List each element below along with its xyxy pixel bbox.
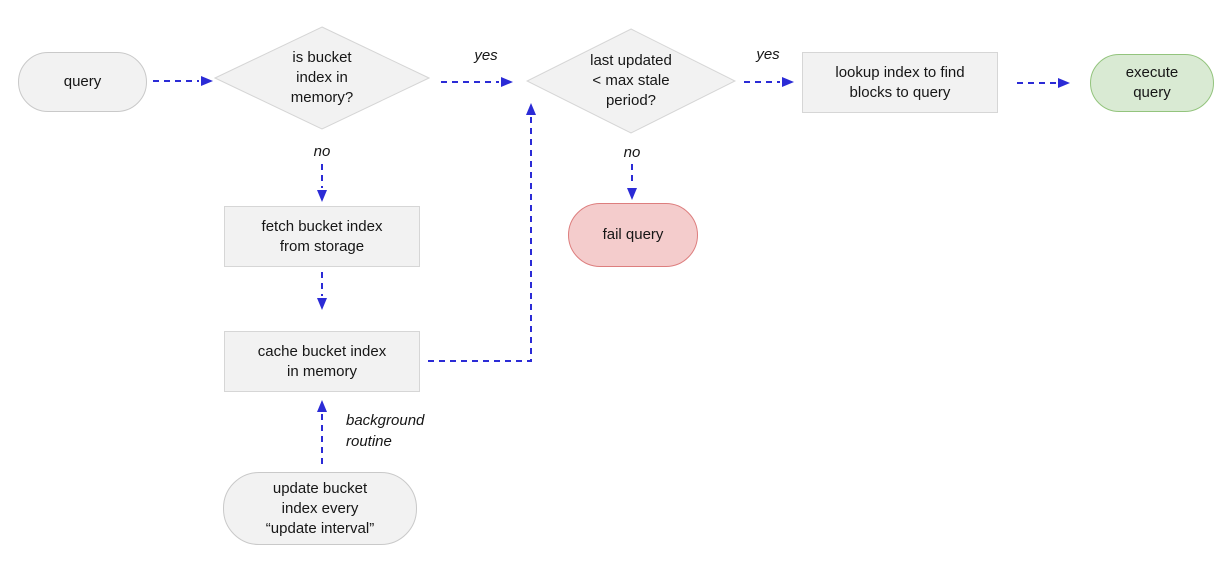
node-lookup-index-label: lookup index to find blocks to query [835,63,965,101]
edge-update-to-cache [317,400,327,464]
node-is-bucket-index-in-memory: is bucket index in memory? [214,26,430,130]
edge-label-stale-check-yes: yes [756,46,780,63]
node-update-bucket-index-label: update bucket index every “update interv… [265,479,375,537]
edge-fetch-to-cache [317,272,327,310]
edge-label-memory-check-no: no [313,143,331,160]
edge-lookup-to-execute [1017,78,1070,88]
edge-label-memory-check-yes: yes [474,47,498,64]
node-cache-bucket-index: cache bucket index in memory [224,331,420,392]
edge-query-to-memory-check [153,76,213,86]
edge-stale-check-yes-to-lookup [744,77,794,87]
node-fetch-bucket-index: fetch bucket index from storage [224,206,420,267]
node-fetch-bucket-index-label: fetch bucket index from storage [261,217,383,255]
edge-memory-check-yes-to-stale-check [441,77,513,87]
diamond-shape [214,26,430,130]
diamond-shape [526,28,736,134]
node-fail-query-label: fail query [602,226,664,243]
node-lookup-index: lookup index to find blocks to query [802,52,998,113]
edge-stale-check-no-to-fail [627,164,637,200]
edge-cache-to-stale-check [428,103,536,362]
node-execute-query-label: execute query [1125,64,1179,101]
node-last-updated-check-label: last updated < max stale period? [590,52,672,109]
node-fail-query: fail query [568,203,698,267]
edge-memory-check-no-to-fetch [317,164,327,202]
node-query: query [18,52,147,112]
node-is-bucket-index-in-memory-label: is bucket index in memory? [290,49,354,106]
node-query-label: query [63,73,102,90]
node-execute-query: execute query [1090,54,1214,112]
edge-label-background-routine: background routine [346,412,425,450]
node-cache-bucket-index-label: cache bucket index in memory [257,342,387,380]
node-last-updated-check: last updated < max stale period? [526,28,736,134]
node-update-bucket-index: update bucket index every “update interv… [223,472,417,545]
edge-label-stale-check-no: no [623,144,641,161]
